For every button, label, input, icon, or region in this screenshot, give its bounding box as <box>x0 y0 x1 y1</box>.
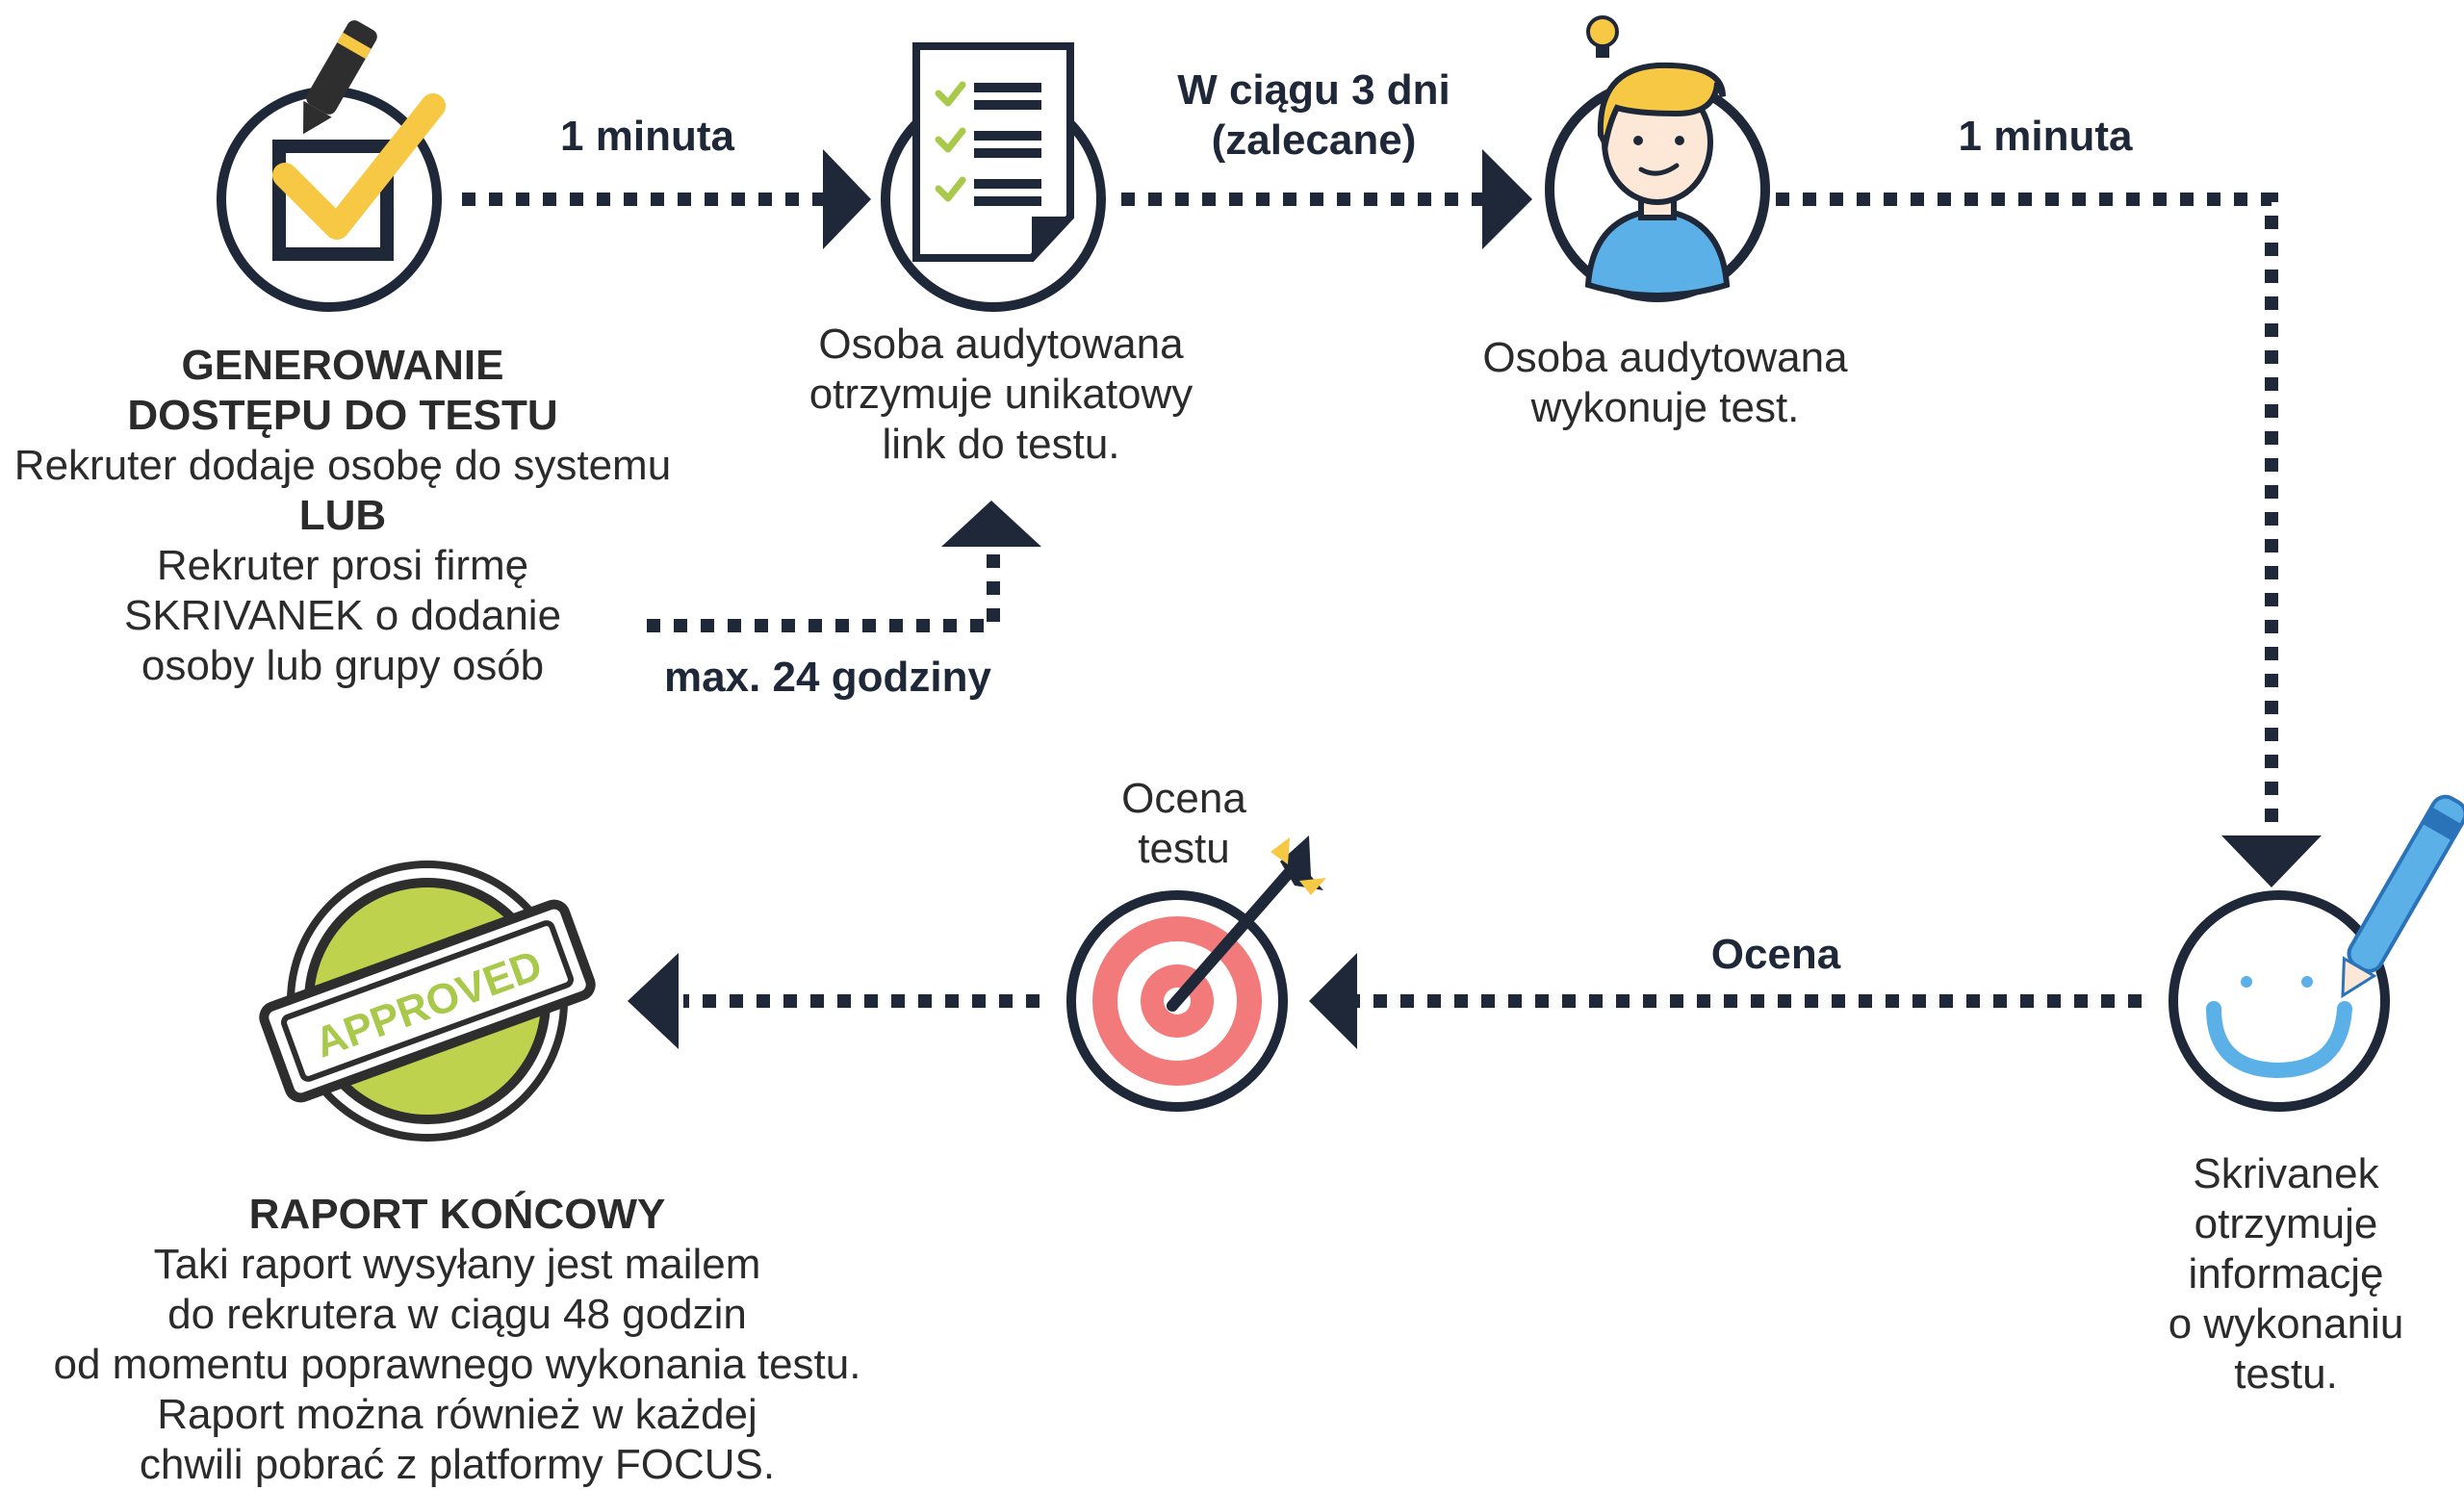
smiley-pen-icon <box>2169 794 2464 1112</box>
step-report-label: RAPORT KOŃCOWY Taki raport wysyłany jest… <box>0 1190 914 1490</box>
step-take-test-label: Osoba audytowana wykonuje test. <box>1482 334 1848 431</box>
document-checklist-icon <box>881 42 1106 312</box>
step-generate-title: DOSTĘPU DO TESTU <box>127 392 558 439</box>
transition-label-1: 1 minuta <box>560 113 734 160</box>
arrowhead-right <box>823 149 871 249</box>
arrowhead-left <box>1309 953 1357 1049</box>
target-arrow-icon <box>1066 835 1326 1112</box>
person-lightbulb-icon <box>1545 15 1770 302</box>
arrowhead-left <box>628 953 679 1049</box>
connector-test-to-info <box>1776 193 2278 833</box>
step-generate-label: GENEROWANIE DOSTĘPU DO TESTU Rekruter do… <box>0 341 685 691</box>
step-report-title: RAPORT KOŃCOWY <box>248 1191 666 1238</box>
arrowhead-up <box>941 501 1041 547</box>
transition-label-3: 1 minuta <box>1958 113 2133 160</box>
step-generate-or: LUB <box>298 492 387 539</box>
approved-stamp-icon: APPROVED <box>259 861 596 1142</box>
transition-label-4: max. 24 godziny <box>664 654 991 701</box>
transition-label-5: Ocena <box>1710 931 1841 978</box>
arrowhead-right <box>1482 149 1532 249</box>
arrowhead-down <box>2221 835 2322 887</box>
step-info-label: Skrivanek otrzymuje informację o wykonan… <box>2168 1150 2404 1398</box>
step-generate-title: GENEROWANIE <box>181 342 504 389</box>
step-link-label: Osoba audytowana otrzymuje unikatowy lin… <box>808 321 1194 468</box>
step-evaluate-label: Ocena testu <box>1121 775 1246 872</box>
checkbox-pencil-icon <box>217 20 446 312</box>
connector-side-to-link <box>647 549 1000 632</box>
transition-label-2: W ciągu 3 dni (zalecane) <box>1177 66 1450 164</box>
